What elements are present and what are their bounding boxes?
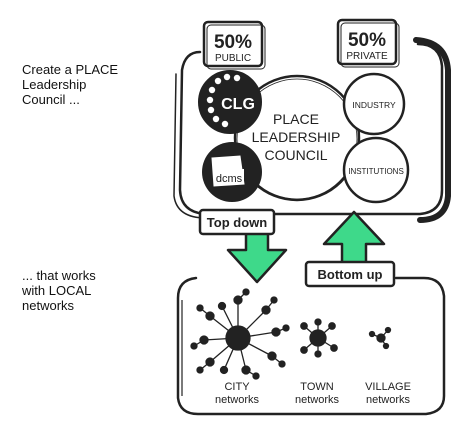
- city-label: CITY: [224, 381, 250, 393]
- place-leadership-council: PLACE LEADERSHIP COUNCIL: [233, 74, 361, 202]
- private-percent: 50%: [348, 30, 386, 51]
- public-share-badge: 50% PUBLIC: [202, 20, 266, 70]
- council-frame-shadow: [413, 37, 451, 223]
- dcms-member: dcms: [202, 142, 262, 202]
- industry-member: INDUSTRY: [342, 72, 406, 136]
- networks-frame: [176, 276, 446, 416]
- town-sub-label: networks: [295, 394, 340, 406]
- bottom-up-arrow: Bottom up: [304, 210, 396, 288]
- private-label: PRIVATE: [346, 51, 388, 62]
- private-share-badge: 50% PRIVATE: [336, 18, 400, 68]
- village-network-icon: [368, 326, 392, 350]
- clg-dots: [206, 73, 241, 128]
- industry-label: INDUSTRY: [352, 100, 396, 110]
- works-with-local-text: ... that works with LOCAL networks: [22, 268, 96, 313]
- council-title-line3: COUNCIL: [264, 147, 327, 163]
- village-label: VILLAGE: [365, 381, 411, 393]
- public-label: PUBLIC: [215, 53, 251, 64]
- bottom-up-label: Bottom up: [318, 267, 383, 282]
- top-down-arrow: Top down: [198, 208, 288, 284]
- city-sub-label: networks: [215, 394, 260, 406]
- town-network-icon: [300, 318, 338, 358]
- council-frame: [178, 42, 444, 216]
- clg-label: CLG: [221, 96, 255, 113]
- top-down-label: Top down: [207, 215, 267, 230]
- town-label: TOWN: [300, 381, 333, 393]
- institutions-label: INSTITUTIONS: [348, 167, 404, 176]
- village-sub-label: networks: [366, 394, 411, 406]
- council-title-line1: PLACE: [273, 111, 319, 127]
- dcms-label: dcms: [216, 173, 243, 185]
- council-title-line2: LEADERSHIP: [252, 129, 341, 145]
- public-percent: 50%: [214, 32, 252, 53]
- institutions-member: INSTITUTIONS: [342, 136, 410, 204]
- create-council-text: Create a PLACE Leadership Council ...: [22, 62, 119, 107]
- city-network-icon: [190, 288, 290, 380]
- clg-member: CLG: [198, 70, 262, 134]
